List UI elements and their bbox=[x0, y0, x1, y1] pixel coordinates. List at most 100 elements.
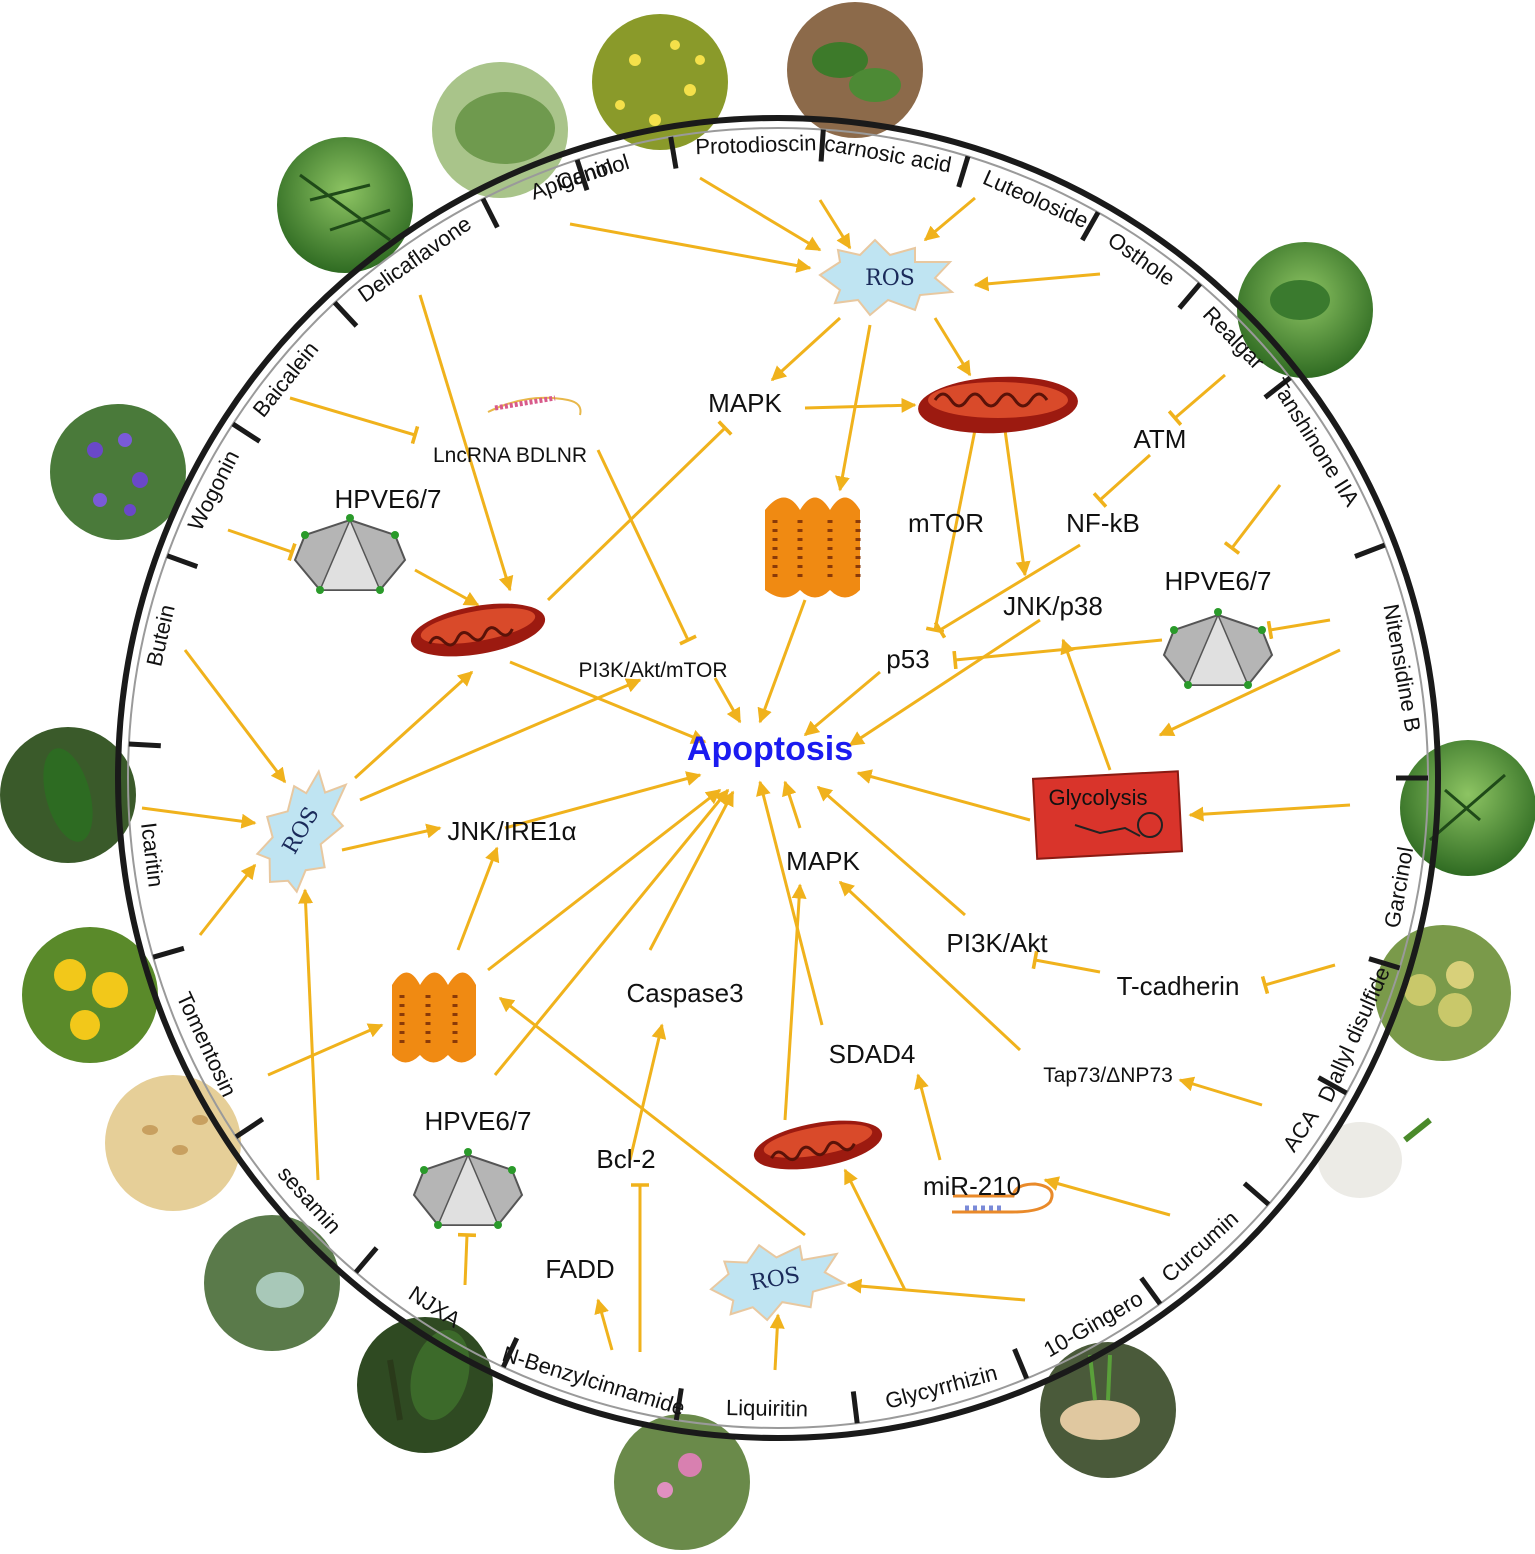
arrow-delicaflavone-mito bbox=[420, 295, 510, 590]
arrow-er-jnkire bbox=[458, 848, 497, 950]
mir210-label: miR-210 bbox=[923, 1171, 1021, 1201]
inhibit-garcinol-tcadherin bbox=[1265, 965, 1335, 985]
pi3k-akt-mtor-label: PI3K/Akt/mTOR bbox=[579, 659, 728, 682]
inhibit-benzyl-hpve bbox=[465, 1235, 467, 1285]
glycolysis-box: Glycolysis bbox=[1033, 771, 1182, 858]
arrow-ros-jnkire bbox=[342, 828, 440, 850]
ros-node-top: ROS bbox=[820, 240, 952, 315]
lncrna-label: LncRNA BDLNR bbox=[433, 444, 587, 467]
hpve-label-bottom: HPVE6/7 bbox=[425, 1106, 532, 1136]
arrow-njxa-ros bbox=[305, 890, 318, 1180]
tap73-label: Tap73/ΔNP73 bbox=[1043, 1064, 1173, 1087]
arrow-glycyrrhizin-ros bbox=[775, 1315, 778, 1370]
arrow-aca-mir210 bbox=[1045, 1180, 1170, 1215]
arrow-luteoloside-ros bbox=[975, 274, 1100, 285]
mapk-label-top: MAPK bbox=[708, 388, 782, 418]
nfkb-label: NF-kB bbox=[1066, 508, 1140, 538]
arrow-canolol-ros bbox=[700, 178, 820, 250]
rim-label-diallyl-disulfide: Diallyl disulfide bbox=[1313, 963, 1395, 1106]
arrow-mapk-apoptosis bbox=[785, 782, 800, 828]
inhibit-atm-nfkb bbox=[1100, 455, 1150, 500]
arrow-liquiritin-fadd bbox=[598, 1300, 612, 1350]
rim-separator bbox=[356, 1248, 377, 1272]
ros-label-top: ROS bbox=[865, 266, 915, 291]
rim-label-curcumin: Curcumin bbox=[1156, 1206, 1243, 1288]
arrow-sdad4-apoptosis bbox=[760, 782, 822, 1025]
arrow-tap73-mapk bbox=[840, 882, 1020, 1050]
arrow-ros-er-bottom bbox=[500, 998, 805, 1235]
rim-separator bbox=[821, 130, 823, 162]
mitochondria-top-right bbox=[917, 373, 1080, 437]
arrow-nitensidine-glycolysis bbox=[1190, 805, 1350, 815]
rim-separator bbox=[153, 948, 184, 957]
rim-separator bbox=[1015, 1349, 1027, 1379]
pi3k-akt-label: PI3K/Akt bbox=[946, 928, 1048, 958]
arrow-pi3k-apoptosis bbox=[715, 678, 740, 722]
rim-label-baicalein: Baicalein bbox=[248, 337, 324, 422]
arrow-ros-mito bbox=[935, 318, 970, 375]
hpve-icon-right bbox=[1164, 608, 1272, 689]
arrow-bcl2-caspase3 bbox=[630, 1025, 662, 1160]
caspase3-label: Caspase3 bbox=[626, 978, 743, 1008]
arrow-glycolysis-apoptosis bbox=[858, 773, 1030, 820]
atm-label: ATM bbox=[1134, 424, 1187, 454]
sdad4-label: SDAD4 bbox=[829, 1039, 916, 1069]
rim-separator bbox=[335, 303, 357, 326]
mtor-label: mTOR bbox=[908, 508, 984, 538]
jnk-ire1a-label: JNK/IRE1α bbox=[447, 816, 576, 846]
arrow-gingero-mito bbox=[845, 1170, 905, 1290]
apoptosis-label: Apoptosis bbox=[687, 730, 853, 768]
rim-label-butein: Butein bbox=[141, 602, 179, 668]
arrow-carnosic-ros bbox=[925, 198, 975, 240]
ros-node-bottom: ROS bbox=[705, 1232, 848, 1329]
arrow-diallyl-tap73 bbox=[1180, 1080, 1262, 1105]
garlic-photo bbox=[1307, 1087, 1443, 1223]
p53-label: p53 bbox=[886, 644, 929, 674]
glycolysis-label: Glycolysis bbox=[1048, 785, 1147, 810]
inhibit-osthole-atm bbox=[1175, 375, 1225, 418]
arrow-mito-mapk bbox=[785, 885, 800, 1120]
fadd-label: FADD bbox=[545, 1254, 614, 1284]
jnk-p38-label: JNK/p38 bbox=[1003, 591, 1103, 621]
rim-label-protodioscin: Protodioscin bbox=[695, 130, 817, 159]
arrow-ros-mito-left bbox=[355, 672, 472, 778]
arrow-protodioscin-ros bbox=[820, 200, 850, 248]
t-cadherin-label: T-cadherin bbox=[1117, 971, 1240, 1001]
ros-node-left: ROS bbox=[240, 759, 366, 902]
rim-separator bbox=[1355, 545, 1385, 556]
hpve-label-left: HPVE6/7 bbox=[335, 484, 442, 514]
rim-label-wogonin: Wogonin bbox=[183, 446, 245, 534]
arrow-p53-apoptosis bbox=[805, 672, 880, 735]
fern-leaf-photo bbox=[277, 137, 413, 273]
arrow-apigenin-ros bbox=[570, 224, 810, 268]
fern-frond-photo bbox=[1400, 740, 1535, 876]
inhibit-tanshinone-hpve bbox=[1270, 620, 1330, 630]
arrow-tomentosin-ros bbox=[200, 865, 255, 935]
rim-separator bbox=[1141, 1278, 1160, 1304]
arrow-mapk-mito bbox=[805, 405, 915, 408]
arrow-jnkp38-apoptosis bbox=[850, 620, 1040, 745]
inhibit-realgar-hpve bbox=[1232, 485, 1280, 548]
mitochondria-bottom bbox=[750, 1112, 886, 1178]
mapk-label-bottom: MAPK bbox=[786, 846, 860, 876]
lncrna-icon bbox=[488, 398, 581, 415]
arrow-hpve-mito bbox=[415, 570, 478, 605]
rim-label-n-benzylcinnamide: N-Benzylcinnamide bbox=[499, 1341, 688, 1420]
bcl2-label: Bcl-2 bbox=[596, 1144, 655, 1174]
hpve-icon-bottom bbox=[414, 1148, 522, 1229]
arrow-sesamin-er bbox=[268, 1025, 382, 1075]
rim-separator bbox=[233, 424, 260, 441]
rim-separator bbox=[1244, 1183, 1268, 1204]
er-bottom bbox=[392, 973, 476, 1063]
inhibit-baicalein-lncrna bbox=[290, 398, 415, 435]
purple-flower-photo bbox=[50, 404, 186, 540]
rim-separator bbox=[483, 199, 498, 228]
arrow-butein-ros bbox=[185, 650, 285, 782]
arrow-curcumin-ros bbox=[848, 1285, 1025, 1300]
arrow-glycolysis-jnkp38 bbox=[1063, 640, 1110, 770]
rim-separator bbox=[959, 156, 968, 187]
rim-separator bbox=[236, 1119, 263, 1137]
rim-separator bbox=[129, 744, 161, 746]
er-top bbox=[765, 498, 860, 598]
